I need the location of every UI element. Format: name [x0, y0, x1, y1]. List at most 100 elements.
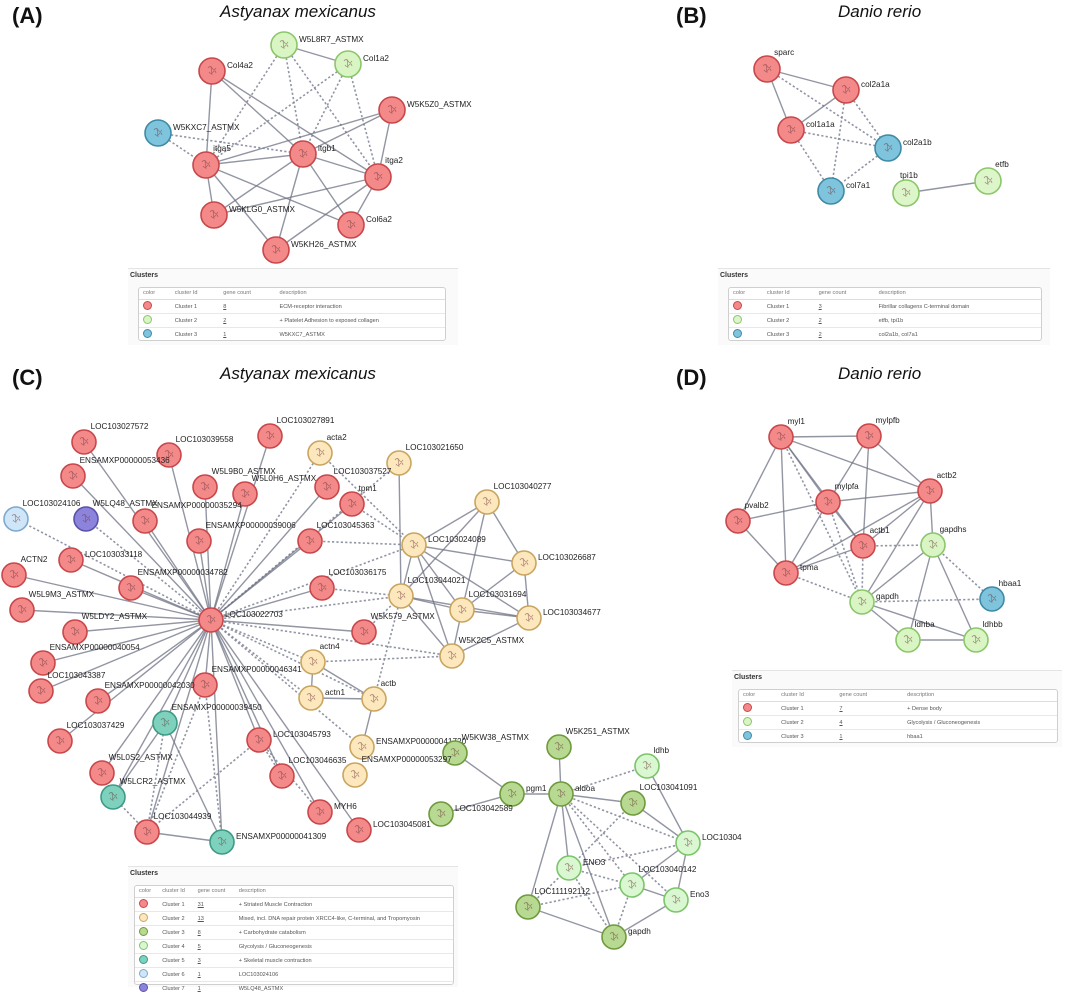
node-circle[interactable] — [774, 561, 798, 585]
protein-node[interactable]: gapdh — [850, 590, 899, 614]
node-circle[interactable] — [270, 764, 294, 788]
gene-count-cell[interactable]: 1 — [194, 982, 235, 995]
node-circle[interactable] — [263, 237, 289, 263]
protein-node[interactable]: mylpfb — [857, 416, 900, 448]
protein-node[interactable]: W5K579_ASTMX — [352, 612, 435, 644]
protein-node[interactable]: ldhb — [635, 746, 670, 778]
node-circle[interactable] — [778, 117, 804, 143]
protein-node[interactable]: ENO3 — [557, 856, 606, 880]
node-circle[interactable] — [119, 576, 143, 600]
protein-node[interactable]: col2a1a — [833, 77, 890, 103]
protein-node[interactable]: LOC103021650 — [387, 443, 464, 475]
node-circle[interactable] — [335, 51, 361, 77]
protein-node[interactable]: LOC103036175 — [310, 568, 387, 600]
protein-node[interactable]: W5KXC7_ASTMX — [145, 120, 240, 146]
protein-node[interactable]: actb — [362, 679, 397, 711]
protein-node[interactable]: sparc — [754, 48, 794, 82]
protein-node[interactable]: actb2 — [918, 471, 957, 503]
node-circle[interactable] — [602, 925, 626, 949]
protein-node[interactable]: tpm1 — [340, 484, 377, 516]
node-circle[interactable] — [402, 533, 426, 557]
gene-count-cell[interactable]: 8 — [219, 300, 275, 314]
protein-node[interactable]: LOC103041091 — [621, 783, 698, 815]
node-circle[interactable] — [726, 509, 750, 533]
node-circle[interactable] — [850, 590, 874, 614]
protein-node[interactable]: col2a1b — [875, 135, 932, 161]
node-circle[interactable] — [101, 785, 125, 809]
node-circle[interactable] — [59, 548, 83, 572]
protein-node[interactable]: W5L0H6_ASTMX — [233, 474, 317, 506]
node-circle[interactable] — [621, 791, 645, 815]
node-circle[interactable] — [298, 529, 322, 553]
node-circle[interactable] — [918, 479, 942, 503]
node-circle[interactable] — [450, 598, 474, 622]
node-circle[interactable] — [352, 620, 376, 644]
protein-node[interactable]: W5LCR2_ASTMX — [101, 777, 186, 809]
node-circle[interactable] — [10, 598, 34, 622]
gene-count-cell[interactable]: 13 — [194, 912, 235, 926]
protein-node[interactable]: LOC103045363 — [298, 521, 375, 553]
protein-node[interactable]: W5KLG0_ASTMX — [201, 202, 296, 228]
node-circle[interactable] — [516, 895, 540, 919]
protein-node[interactable]: MYH6 — [308, 800, 357, 824]
node-circle[interactable] — [63, 620, 87, 644]
node-circle[interactable] — [893, 180, 919, 206]
protein-node[interactable]: gapdhs — [921, 525, 966, 557]
protein-node[interactable]: LOC103031694 — [450, 590, 527, 622]
node-circle[interactable] — [347, 818, 371, 842]
node-circle[interactable] — [833, 77, 859, 103]
node-circle[interactable] — [896, 628, 920, 652]
protein-node[interactable]: LOC103045081 — [347, 818, 431, 842]
protein-node[interactable]: ENSAMXP00000046341 — [193, 665, 302, 697]
node-circle[interactable] — [258, 424, 282, 448]
node-circle[interactable] — [247, 728, 271, 752]
protein-node[interactable]: LOC10304 — [676, 831, 742, 855]
protein-node[interactable]: tpma — [774, 561, 819, 585]
gene-count-cell[interactable]: 1 — [194, 968, 235, 982]
protein-node[interactable]: pvalb2 — [726, 501, 769, 533]
gene-count-cell[interactable]: 31 — [194, 898, 235, 912]
node-circle[interactable] — [90, 761, 114, 785]
protein-node[interactable]: ldhba — [896, 620, 935, 652]
gene-count-cell[interactable]: 1 — [835, 730, 903, 744]
protein-node[interactable]: mylpfa — [816, 482, 859, 514]
node-circle[interactable] — [48, 729, 72, 753]
protein-node[interactable]: LOC103024106 — [4, 499, 81, 531]
protein-node[interactable]: ENSAMXP00000053436 — [61, 456, 170, 488]
node-circle[interactable] — [315, 475, 339, 499]
node-circle[interactable] — [29, 679, 53, 703]
node-circle[interactable] — [72, 430, 96, 454]
protein-node[interactable]: W5K251_ASTMX — [547, 727, 630, 759]
node-circle[interactable] — [340, 492, 364, 516]
node-circle[interactable] — [635, 754, 659, 778]
gene-count-cell[interactable]: 4 — [835, 716, 903, 730]
node-circle[interactable] — [547, 735, 571, 759]
protein-node[interactable]: col1a1a — [778, 117, 835, 143]
node-circle[interactable] — [201, 202, 227, 228]
protein-node[interactable]: ACTN2 — [2, 555, 48, 587]
node-circle[interactable] — [980, 587, 1004, 611]
protein-node[interactable]: hbaa1 — [980, 579, 1022, 611]
protein-node[interactable]: LOC103022703 — [199, 608, 283, 632]
node-circle[interactable] — [301, 650, 325, 674]
protein-node[interactable]: ENSAMXP00000041309 — [210, 830, 327, 854]
protein-node[interactable]: col7a1 — [818, 178, 871, 204]
node-circle[interactable] — [517, 606, 541, 630]
gene-count-cell[interactable]: 3 — [815, 300, 875, 314]
protein-node[interactable]: LOC103037429 — [48, 721, 125, 753]
node-circle[interactable] — [199, 608, 223, 632]
protein-node[interactable]: Col6a2 — [338, 212, 392, 238]
node-circle[interactable] — [61, 464, 85, 488]
node-circle[interactable] — [975, 168, 1001, 194]
protein-node[interactable]: Col1a2 — [335, 51, 389, 77]
protein-node[interactable]: itgb1 — [290, 141, 336, 167]
node-circle[interactable] — [816, 490, 840, 514]
node-circle[interactable] — [964, 628, 988, 652]
node-circle[interactable] — [769, 425, 793, 449]
protein-node[interactable]: aldoa — [549, 782, 595, 806]
node-circle[interactable] — [2, 563, 26, 587]
protein-node[interactable]: ENSAMXP00000053297 — [343, 755, 452, 787]
node-circle[interactable] — [875, 135, 901, 161]
protein-node[interactable]: W5K5Z0_ASTMX — [379, 97, 472, 123]
node-circle[interactable] — [343, 763, 367, 787]
